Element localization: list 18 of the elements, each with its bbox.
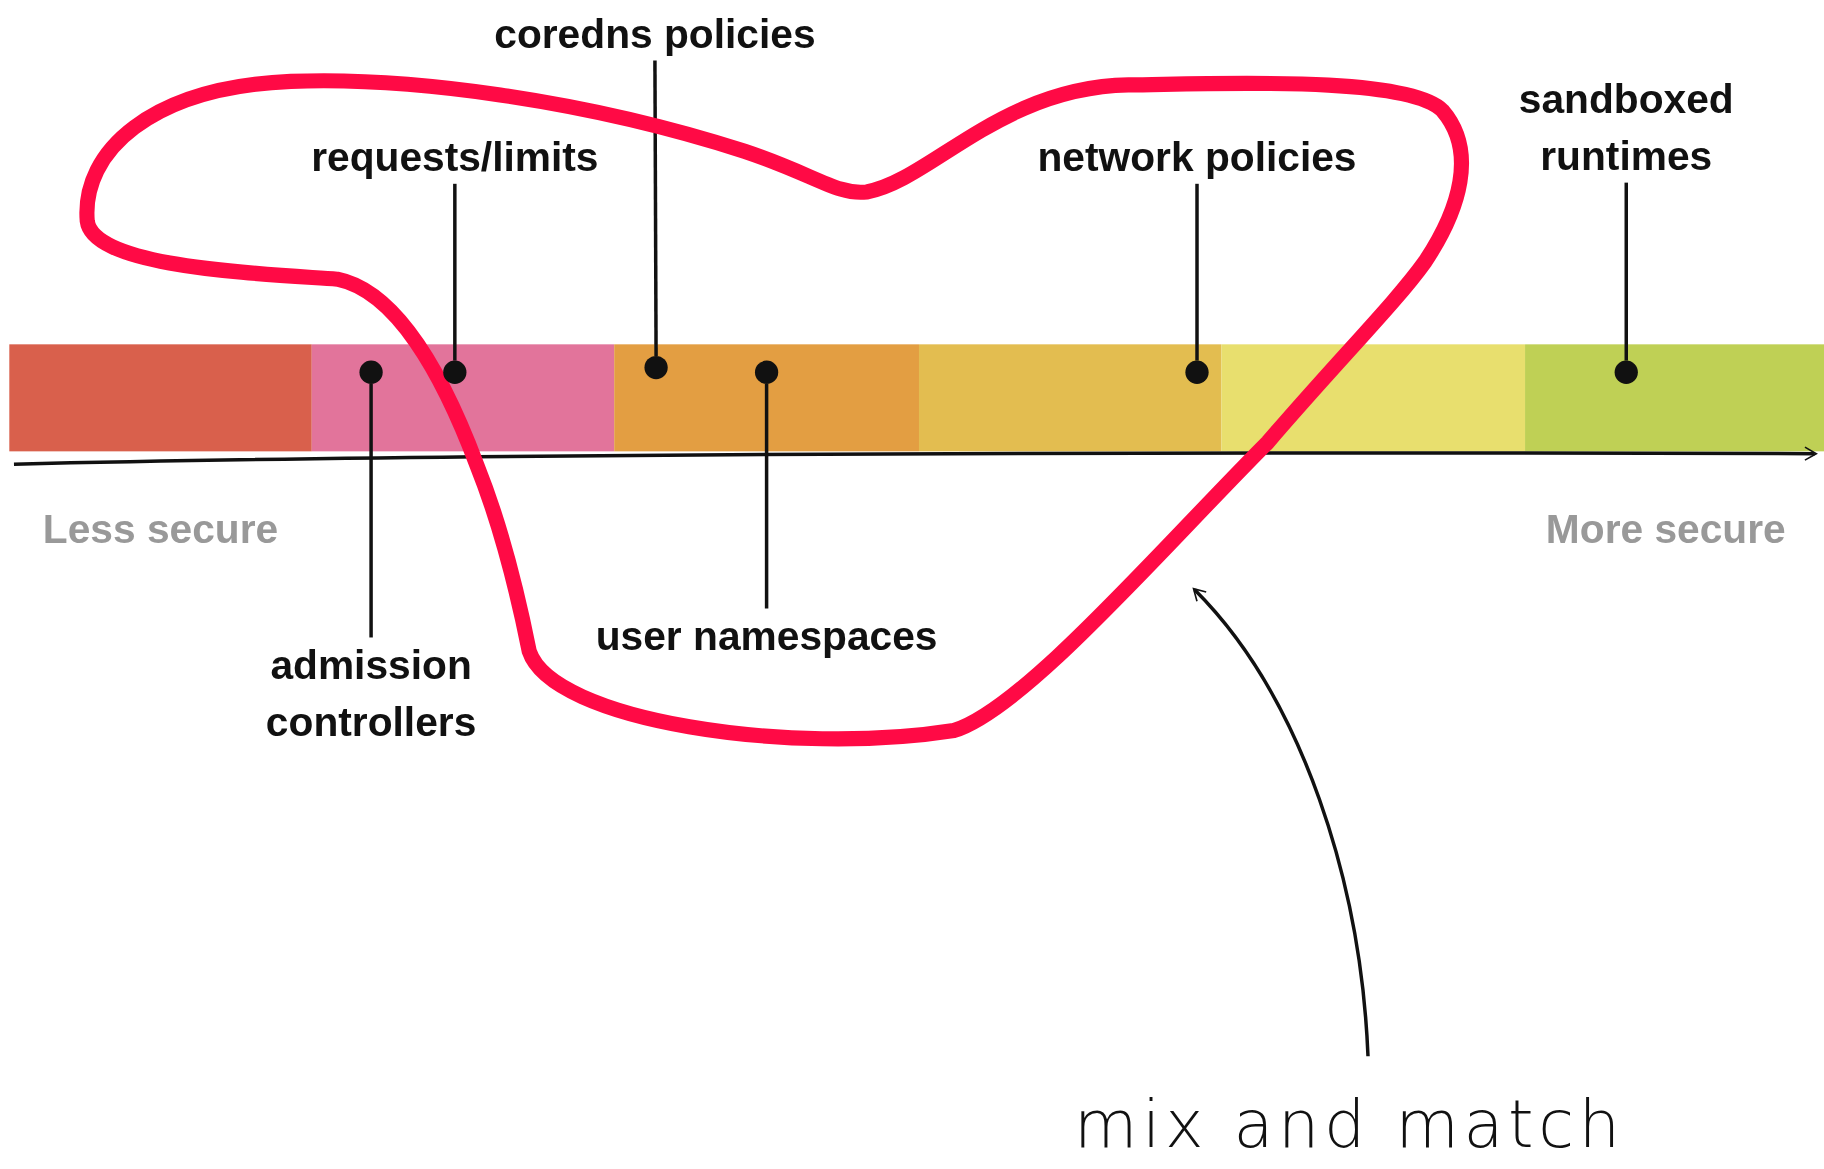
leader-line	[1624, 182, 1628, 361]
feature-label: sandboxed runtimes	[1475, 69, 1778, 184]
marker-dot	[359, 360, 383, 384]
leader-line	[453, 183, 457, 361]
leader-line	[764, 383, 769, 609]
feature-label: requests/limits	[311, 127, 599, 185]
scale-end-label: More secure	[1545, 505, 1786, 554]
leader-line	[1195, 183, 1199, 361]
feature-label: user namespaces	[595, 607, 938, 665]
feature-label: admission controllers	[219, 636, 523, 751]
leader-line	[369, 383, 373, 638]
leader-line	[653, 60, 658, 356]
marker-dot	[1614, 360, 1638, 384]
feature-label: coredns policies	[494, 4, 816, 62]
feature-label: network policies	[1037, 127, 1357, 185]
arrow	[1192, 587, 1370, 1057]
scale-end-label: Less secure	[42, 505, 279, 554]
handwritten-note: mix and match	[1074, 1079, 1625, 1169]
